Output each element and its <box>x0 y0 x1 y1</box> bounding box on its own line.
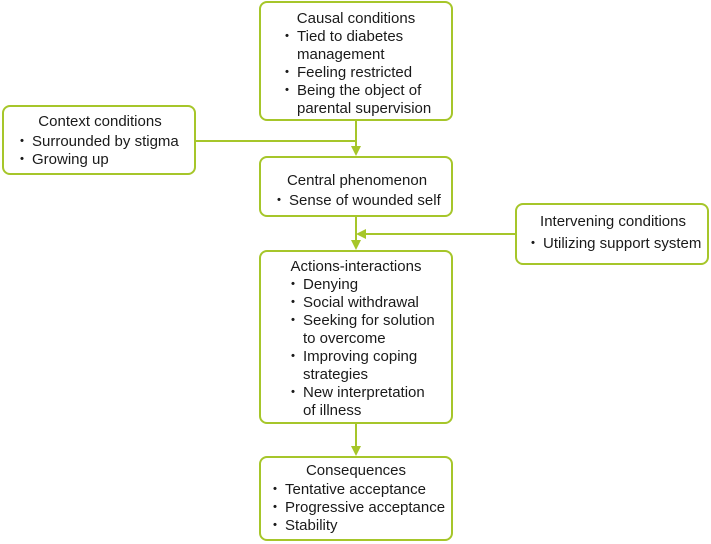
intervening-conditions-box: Intervening conditions Utilizing support… <box>515 203 709 265</box>
causal-condition-item: Being the object of parental supervision <box>277 82 445 118</box>
central-phenomenon-item: Sense of wounded self <box>269 192 445 210</box>
action-interaction-item: Improving coping strategies <box>283 348 445 384</box>
context-conditions-list: Surrounded by stigma Growing up <box>12 133 188 169</box>
central-phenomenon-list: Sense of wounded self <box>269 192 445 210</box>
actions-interactions-list: Denying Social withdrawal Seeking for so… <box>283 276 445 420</box>
consequences-box: Consequences Tentative acceptance Progre… <box>259 456 453 541</box>
context-condition-item: Growing up <box>12 151 188 169</box>
action-interaction-item: Seeking for solution to overcome <box>283 312 445 348</box>
causal-conditions-box: Causal conditions Tied to diabetes manag… <box>259 1 453 121</box>
actions-interactions-title: Actions-interactions <box>290 258 422 275</box>
central-phenomenon-box: Central phenomenon Sense of wounded self <box>259 156 453 217</box>
context-condition-item: Surrounded by stigma <box>12 133 188 151</box>
action-interaction-item: Social withdrawal <box>283 294 445 312</box>
context-conditions-title: Context conditions <box>38 113 162 130</box>
causal-condition-item: Feeling restricted <box>277 64 445 82</box>
intervening-conditions-title: Intervening conditions <box>540 213 686 230</box>
actions-interactions-box: Actions-interactions Denying Social with… <box>259 250 453 424</box>
consequence-item: Progressive acceptance <box>265 499 447 517</box>
consequences-list: Tentative acceptance Progressive accepta… <box>265 481 447 535</box>
causal-conditions-list: Tied to diabetes management Feeling rest… <box>277 28 445 118</box>
consequence-item: Tentative acceptance <box>265 481 447 499</box>
central-phenomenon-title: Central phenomenon <box>286 172 428 189</box>
causal-condition-item: Tied to diabetes management <box>277 28 445 64</box>
causal-conditions-title: Causal conditions <box>296 10 416 27</box>
action-interaction-item: Denying <box>283 276 445 294</box>
intervening-conditions-list: Utilizing support system <box>523 235 703 253</box>
consequence-item: Stability <box>265 517 447 535</box>
intervening-condition-item: Utilizing support system <box>523 235 703 253</box>
consequences-title: Consequences <box>305 462 407 479</box>
context-conditions-box: Context conditions Surrounded by stigma … <box>2 105 196 175</box>
action-interaction-item: New interpretation of illness <box>283 384 445 420</box>
